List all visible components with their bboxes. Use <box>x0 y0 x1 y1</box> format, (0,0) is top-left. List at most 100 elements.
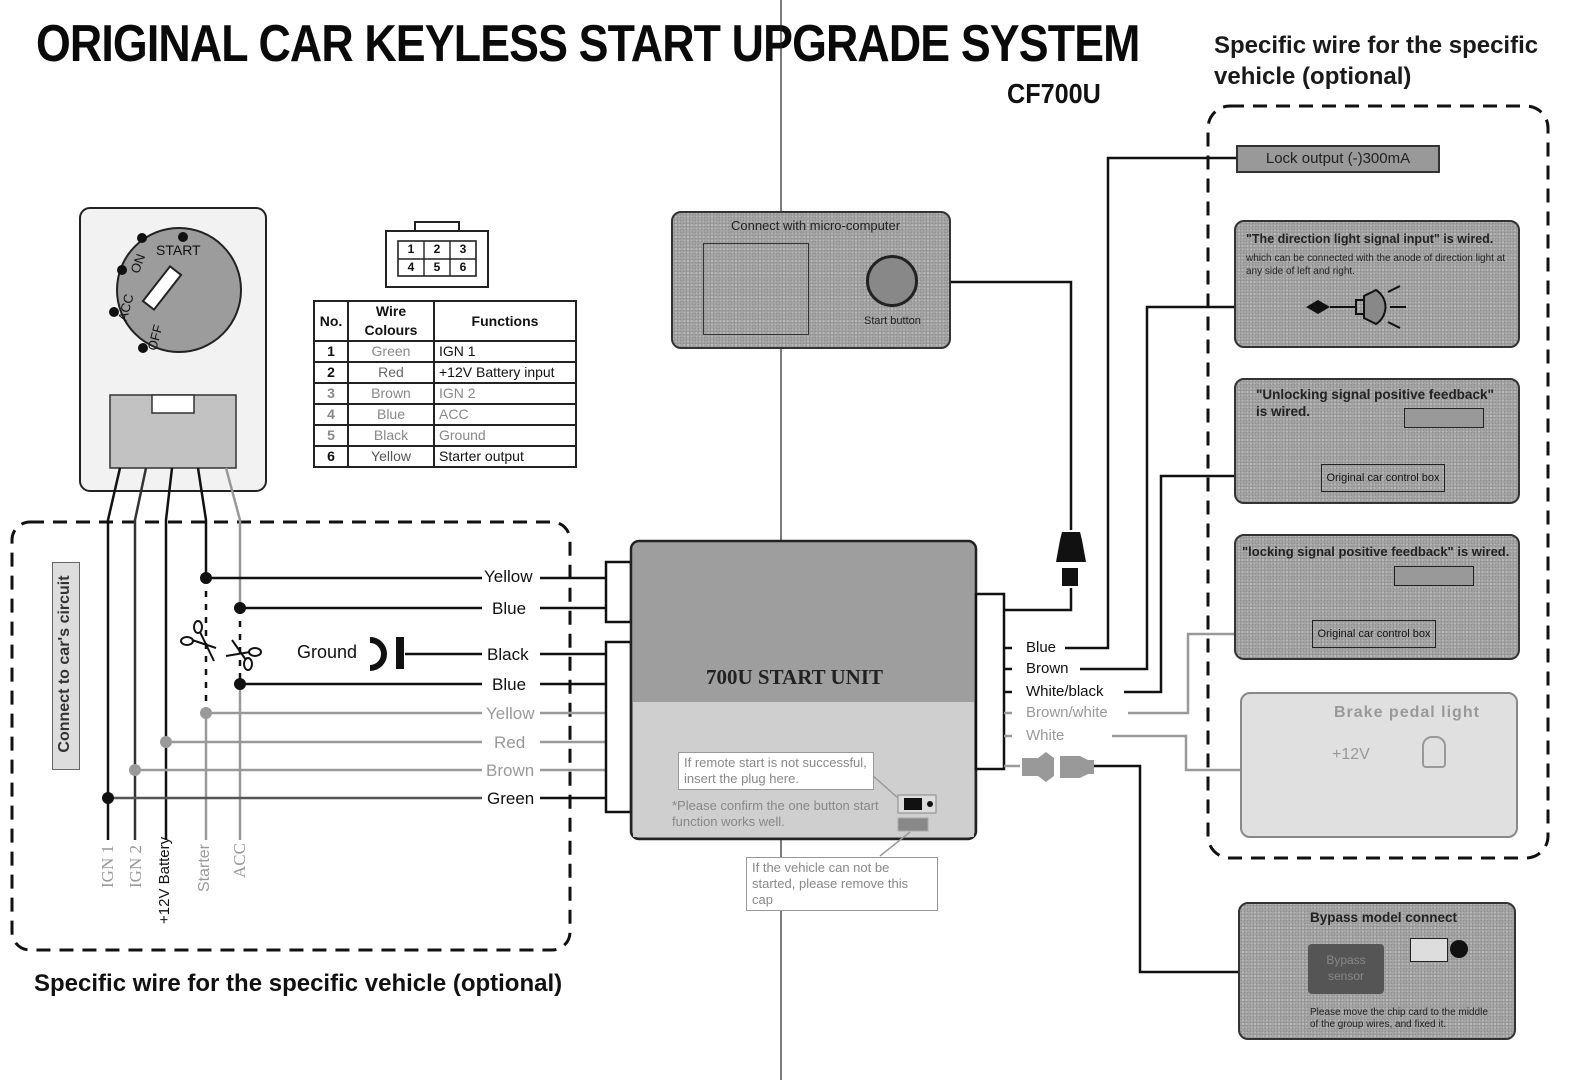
actuator-icon <box>1404 408 1484 428</box>
row-colour: Black <box>347 424 435 447</box>
wire-label-black-ground: Black <box>487 645 529 664</box>
row-function: ACC <box>433 403 577 426</box>
terminal-battery: +12V Battery <box>156 836 173 924</box>
page-title: ORIGINAL CAR KEYLESS START UPGRADE SYSTE… <box>36 15 1140 73</box>
model-number: CF700U <box>1007 78 1101 109</box>
unit-connector-right <box>974 592 1006 771</box>
pin-label: 4 <box>407 259 415 274</box>
pin-label: 2 <box>433 242 441 256</box>
start-button-label: Start button <box>864 315 921 327</box>
confirm-note: *Please confirm the one button start fun… <box>672 798 879 829</box>
ground-icon <box>369 637 387 671</box>
terminal-ign1: IGN 1 <box>98 845 117 888</box>
cap-callout: If the vehicle can not be started, pleas… <box>746 857 938 911</box>
ground-label: Ground <box>297 642 358 662</box>
unlocking-panel: "Unlocking signal positive feedback" is … <box>1234 378 1520 504</box>
position-dot <box>137 233 147 243</box>
ignition-start-label: START <box>156 242 201 258</box>
row-colour: Blue <box>347 403 435 426</box>
row-no: 6 <box>313 445 349 468</box>
direction-light-desc: which can be connected with the anode of… <box>1246 253 1506 277</box>
locking-panel: "locking signal positive feedback" is wi… <box>1234 534 1520 660</box>
right-wire-brown: Brown <box>1026 660 1069 677</box>
plug-icon <box>1022 752 1054 782</box>
direction-lamp-icon <box>1306 285 1406 329</box>
row-colour: Red <box>347 361 435 384</box>
locking-control-box: Original car control box <box>1312 620 1436 648</box>
junction-dot <box>200 707 212 719</box>
bypass-desc: Please move the chip card to the middle … <box>1310 1007 1488 1030</box>
bulb-icon <box>1422 736 1446 768</box>
pin-label: 6 <box>459 259 467 274</box>
junction-dot <box>160 736 172 748</box>
brake-pedal-panel: Brake pedal light +12V <box>1240 692 1518 838</box>
lock-output-label: Lock output (-)300mA <box>1236 145 1440 173</box>
wire-label-blue-acc: Blue <box>492 599 527 618</box>
pin-label: 5 <box>433 259 441 274</box>
plug-icon <box>1060 756 1094 778</box>
pin-label: 1 <box>407 242 415 256</box>
key-icon <box>1450 940 1468 958</box>
pin-label: 3 <box>459 242 467 256</box>
bottom-optional-heading: Specific wire for the specific vehicle (… <box>34 970 563 997</box>
table-header-colour: Wire Colours <box>347 300 435 342</box>
connect-circuit-text: Connect to car's circuit <box>56 575 73 753</box>
brake-voltage: +12V <box>1332 746 1370 763</box>
row-function: Starter output <box>433 445 577 468</box>
ignition-cylinder <box>116 227 242 353</box>
junction-dot <box>200 572 212 584</box>
wire-label-yellow-2: Yellow <box>486 704 535 723</box>
position-dot <box>117 265 127 275</box>
unit-connector-left-bottom <box>604 640 633 814</box>
junction-dot <box>234 602 246 614</box>
row-function: Ground <box>433 424 577 447</box>
left-optional-boundary <box>10 520 572 952</box>
locking-title: "locking signal positive feedback" is wi… <box>1242 544 1510 559</box>
direction-light-panel: "The direction light signal input" is wi… <box>1234 220 1520 348</box>
connect-circuit-callout: Connect to car's circuit <box>52 562 80 770</box>
connector-pin-grid: 1 2 3 4 5 6 <box>398 241 476 276</box>
key-slot <box>141 264 183 312</box>
row-no: 5 <box>313 424 349 447</box>
wire-label-brown: Brown <box>486 761 535 780</box>
junction-dot <box>129 764 141 776</box>
position-dot <box>138 343 148 353</box>
bypass-title: Bypass model connect <box>1310 910 1458 925</box>
start-unit-title: 700U START UNIT <box>706 665 884 689</box>
scissors-icon <box>225 639 262 671</box>
row-function: +12V Battery input <box>433 361 577 384</box>
row-colour: Brown <box>347 382 435 405</box>
right-optional-heading: Specific wire for the specific vehicle (… <box>1214 32 1539 90</box>
junction-dot <box>234 678 246 690</box>
position-dot <box>178 232 188 242</box>
right-optional-boundary <box>1206 104 1550 860</box>
position-dot <box>109 307 119 317</box>
table-header-no: No. <box>313 300 349 342</box>
bypass-sensor: Bypass sensor <box>1308 944 1384 994</box>
wire-label-green: Green <box>487 789 535 808</box>
actuator-icon <box>1394 566 1474 586</box>
dashboard-illustration <box>703 243 809 335</box>
wire-label-yellow-starter: Yellow <box>484 567 533 586</box>
micro-computer-title: Connect with micro-computer <box>731 218 901 233</box>
row-colour: Yellow <box>347 445 435 468</box>
row-colour: Green <box>347 340 435 363</box>
row-no: 3 <box>313 382 349 405</box>
right-wire-white-black: White/black <box>1026 683 1104 700</box>
row-function: IGN 2 <box>433 382 577 405</box>
bypass-panel: Bypass model connect Bypass sensor Pleas… <box>1238 902 1516 1040</box>
right-wire-blue: Blue <box>1026 639 1057 656</box>
unlocking-control-box: Original car control box <box>1321 464 1445 492</box>
unlocking-title: "Unlocking signal positive feedback" is … <box>1256 387 1494 419</box>
junction-dot <box>102 792 114 804</box>
row-no: 2 <box>313 361 349 384</box>
brake-title: Brake pedal light <box>1334 704 1480 721</box>
